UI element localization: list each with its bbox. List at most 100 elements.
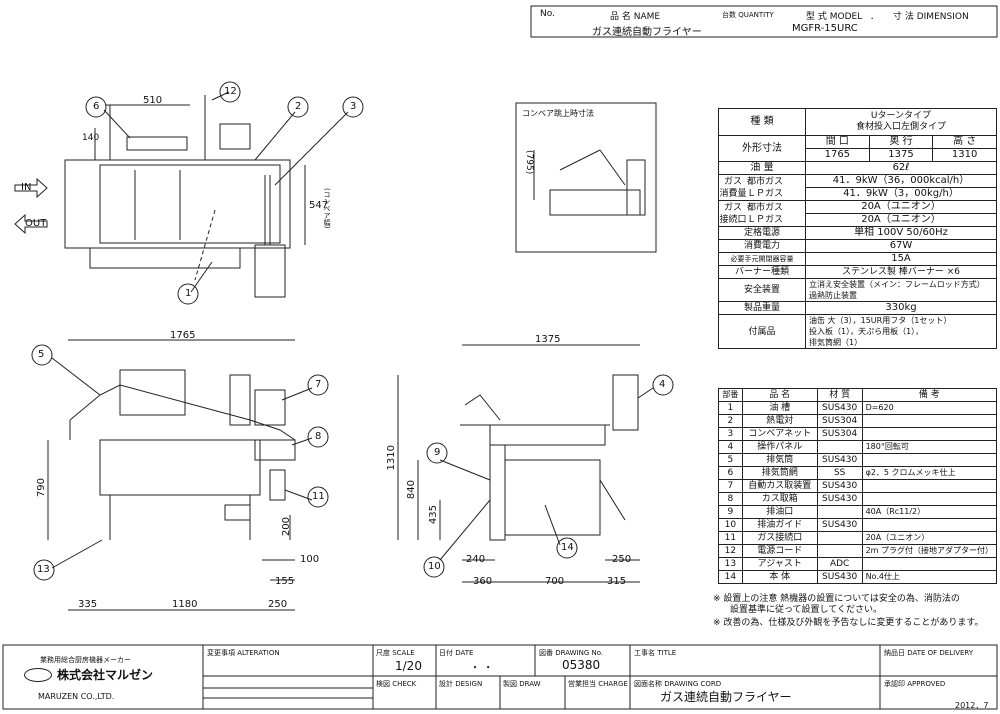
side-dim-240: 240 [466,554,486,565]
parts-no: 11 [718,531,743,545]
front-dim-1765: 1765 [170,330,196,341]
parts-material [816,505,863,519]
conveyor-raised-title: コンベア跳上時寸法 [522,109,594,118]
parts-header-row: 部番 品 名 材 質 備 考 [718,388,998,402]
drawing-name: ガス連続自動フライヤー [660,690,792,704]
spec-type-label: 種 類 [718,108,806,136]
front-view-drawing [31,339,329,611]
side-view-drawing [397,344,674,583]
spec-safety-label: 安全装置 [718,278,806,302]
balloon-2: 2 [295,101,302,112]
parts-no: 2 [718,414,743,428]
note-3: ※ 改善の為、仕様及び外観を予告なしに変更することがあります。 [713,618,984,628]
spec-dim-h-depth: 奥 行 [868,135,934,149]
parts-name: 排油ガイド [741,518,818,532]
parts-note [861,479,998,493]
out-label: OUT [25,218,47,229]
spec-burner-value: ステンレス製 棒バーナー ×6 [805,265,997,279]
parts-note: 180°回転可 [861,440,998,454]
front-dim-250: 250 [268,599,288,610]
parts-note [861,492,998,506]
scale-value: 1/20 [395,659,422,673]
in-label: IN [21,182,32,193]
parts-material: SS [816,466,863,480]
maker-logo-icon [24,668,52,682]
parts-no: 12 [718,544,743,558]
side-dim-435: 435 [428,505,439,525]
header-qty-label: 台数 QUANTITY [722,11,774,19]
parts-name: アジャスト [741,557,818,571]
conveyor-raised-drawing [533,149,646,216]
parts-material: SUS430 [816,492,863,506]
in-arrow-icon [14,177,48,199]
balloon-11: 11 [312,491,325,502]
out-arrow-icon [14,213,48,235]
spec-dim-h-height: 高 さ [932,135,997,149]
spec-dim-width: 1765 [805,148,870,162]
parts-no: 4 [718,440,743,454]
spec-power-value: 単相 100V 50/60Hz [805,226,997,240]
parts-material: SUS430 [816,401,863,415]
spec-oil-label: 油 量 [718,161,806,175]
title-label: 工事名 TITLE [634,649,677,657]
parts-no: 8 [718,492,743,506]
parts-note [861,557,998,571]
parts-material: SUS430 [816,479,863,493]
parts-no: 1 [718,401,743,415]
parts-no: 5 [718,453,743,467]
parts-no: 7 [718,479,743,493]
parts-material: ADC [816,557,863,571]
balloon-9: 9 [434,447,441,458]
parts-name: 油 槽 [741,401,818,415]
side-dim-840: 840 [406,480,417,500]
header-model-value: MGFR-15URC [792,23,858,34]
balloon-14: 14 [561,542,574,553]
parts-material: SUS430 [816,570,863,584]
spec-dim-depth: 1375 [868,148,934,162]
balloon-5: 5 [38,349,45,360]
spec-gas-city-connection: 20A（ユニオン） [805,200,997,214]
parts-col-note: 備 考 [861,388,998,402]
spec-type-value: Uターンタイプ食材投入口左側タイプ [805,108,997,136]
parts-note: 40A（Rc11/2） [861,505,998,519]
header-dimension-label: 寸 法 DIMENSION [893,12,969,22]
parts-note: No.4仕上 [861,570,998,584]
charge-label: 営業担当 CHARGE [568,680,628,688]
front-dim-790: 790 [36,478,47,498]
balloon-1: 1 [185,288,192,299]
parts-name: 排気筒 [741,453,818,467]
parts-note: φ2．5 クロムメッキ仕上 [861,466,998,480]
balloon-13: 13 [37,564,50,575]
front-dim-155: 155 [275,576,295,587]
parts-no: 13 [718,557,743,571]
parts-col-name: 品 名 [741,388,818,402]
parts-no: 6 [718,466,743,480]
parts-name: 自動カス取装置 [741,479,818,493]
parts-name: 電源コード [741,544,818,558]
parts-name: カス取箱 [741,492,818,506]
parts-name: コンベアネット [741,427,818,441]
spec-gas-city-consumption: 41．9kW（36，000kcal/h） [805,174,997,188]
parts-note: 20A（ユニオン） [861,531,998,545]
header-no-label: No. [540,9,555,19]
parts-material [816,440,863,454]
side-dim-250: 250 [612,554,632,565]
parts-material: SUS430 [816,453,863,467]
design-label: 設計 DESIGN [439,680,483,688]
front-dim-200: 200 [281,517,292,537]
draw-label: 製図 DRAW [503,680,541,688]
spec-gas-lp-consumption: 41．9kW（3，00kg/h） [805,187,997,201]
conveyor-raised-frame [515,102,657,253]
parts-no: 9 [718,505,743,519]
parts-no: 10 [718,518,743,532]
balloon-12: 12 [224,86,237,97]
spec-burner-label: バーナー種類 [718,265,806,279]
spec-dim-height: 1310 [932,148,997,162]
maker-line: 業務用総合厨房機器メーカー [40,656,131,664]
parts-note: 2m プラグ付（接地アダプター付） [861,544,998,558]
